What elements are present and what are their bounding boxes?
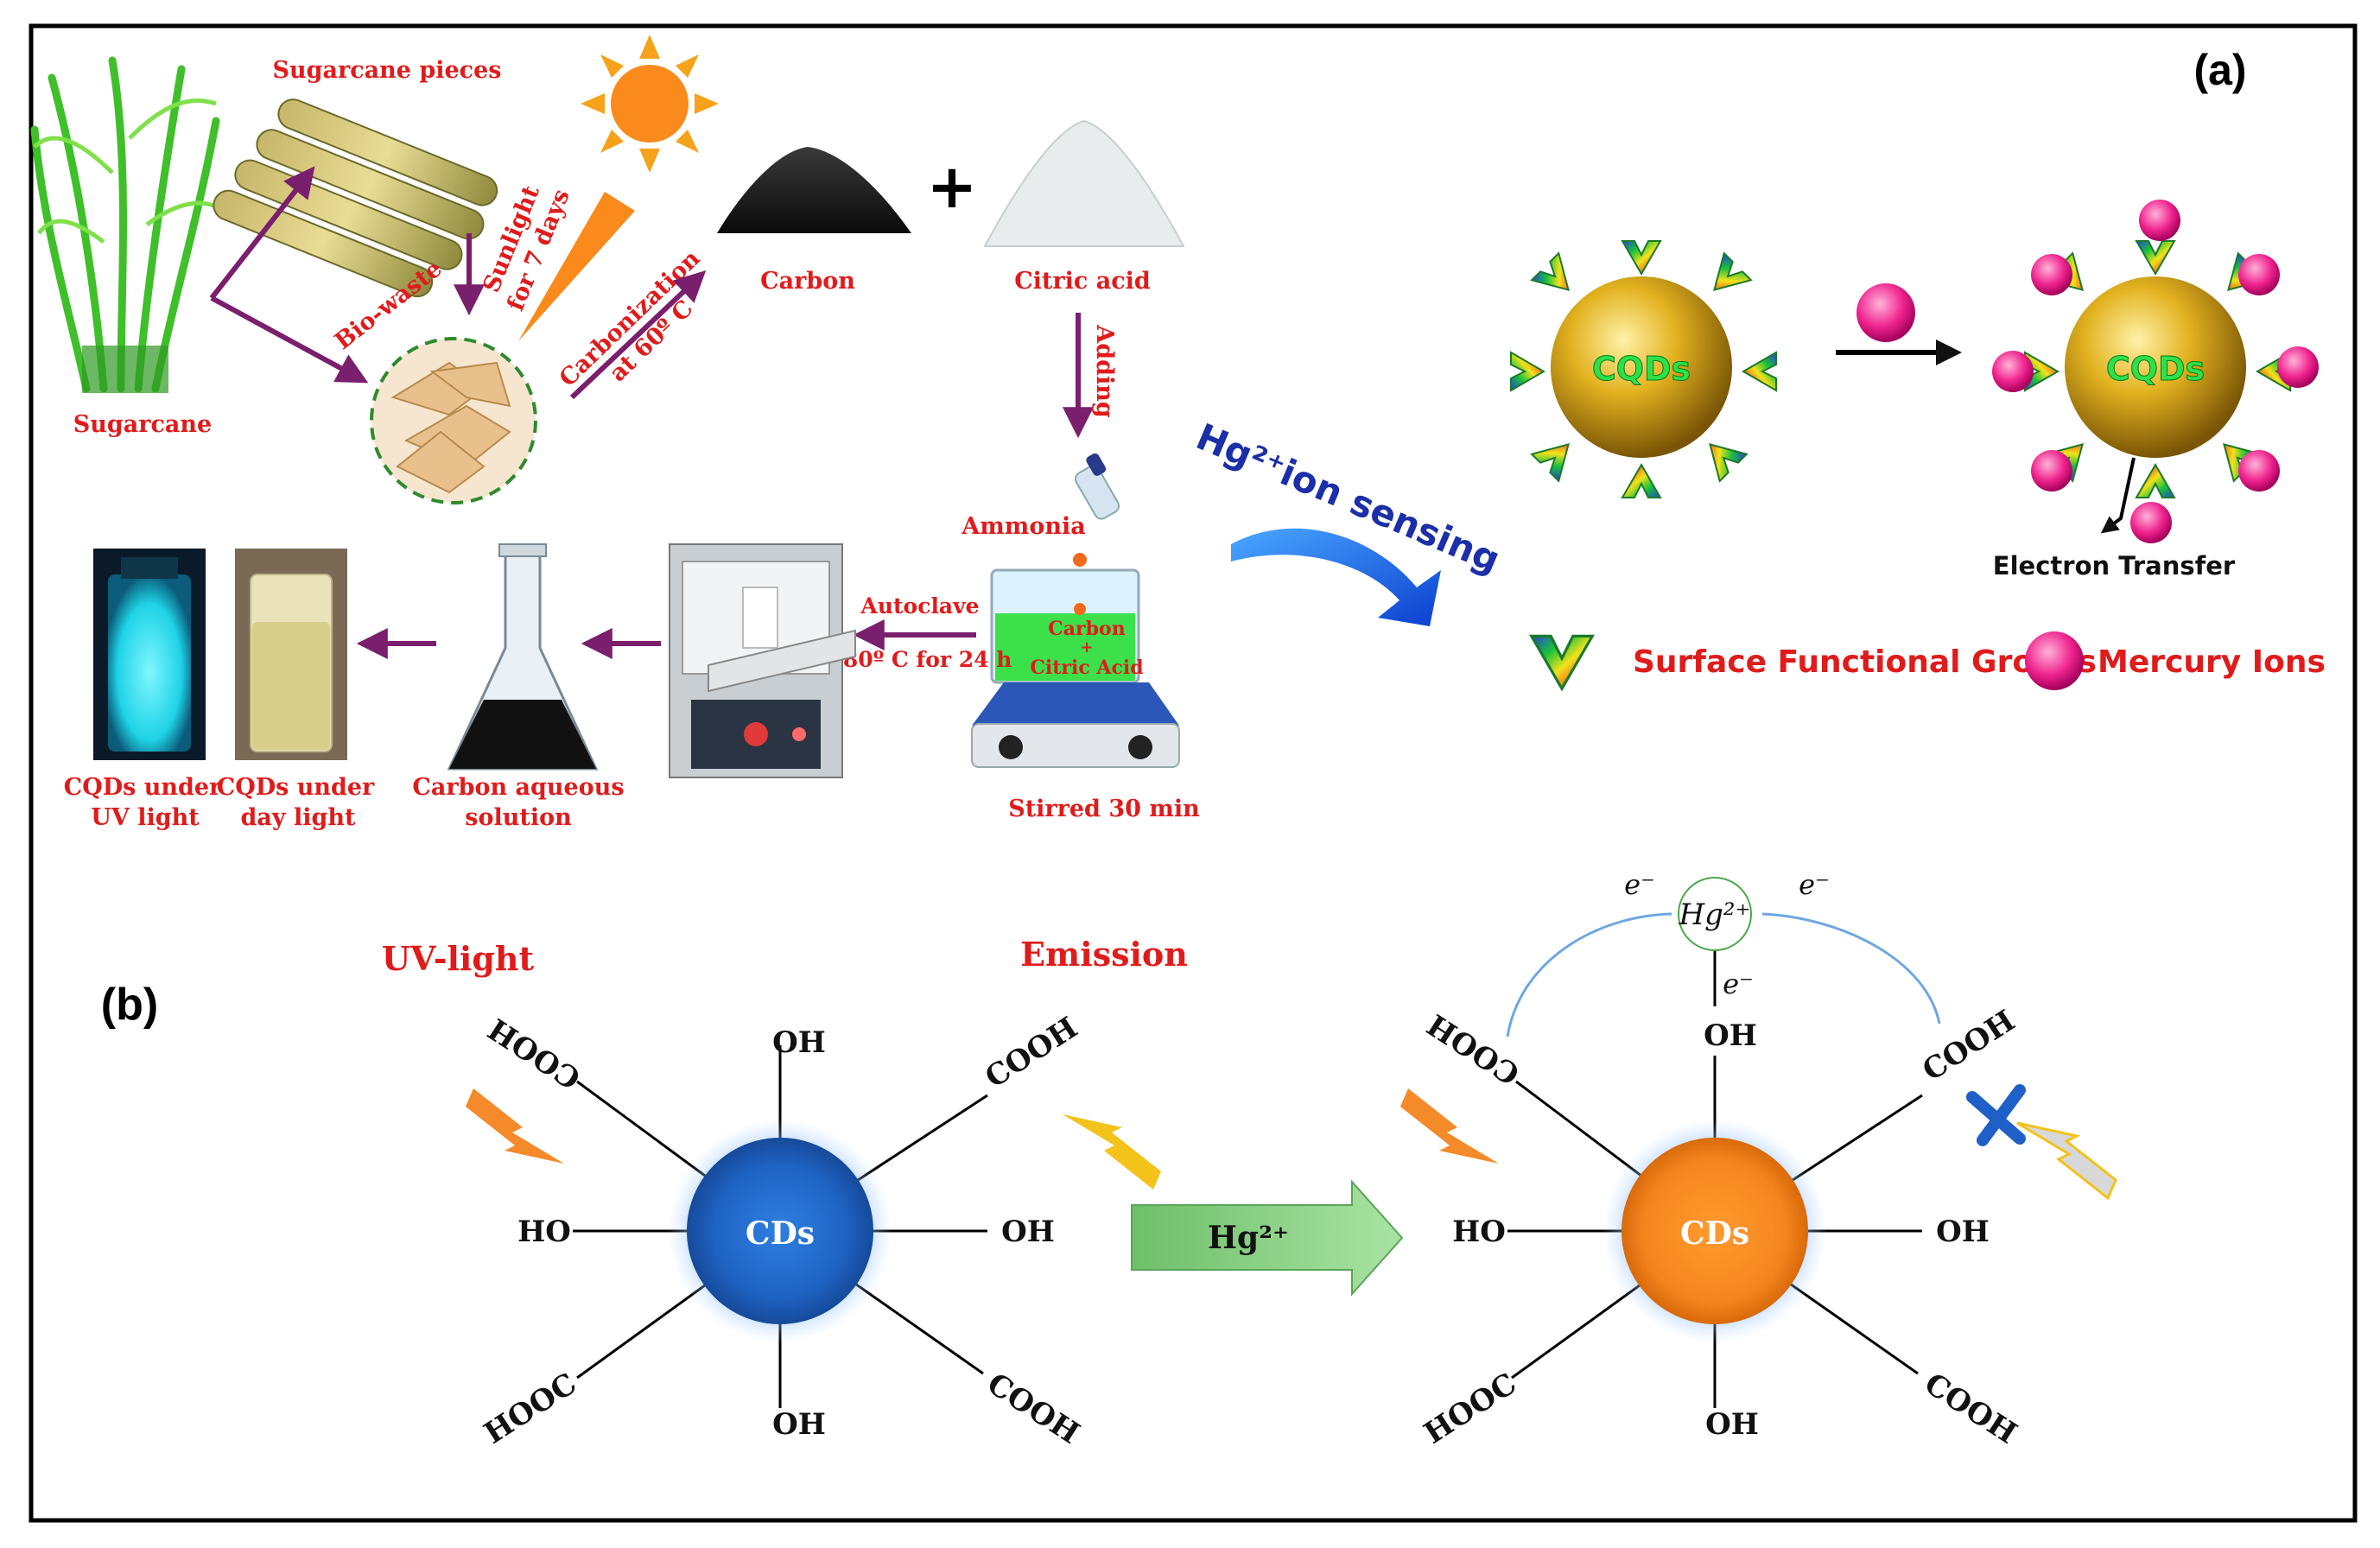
citric-acid-pile bbox=[983, 119, 1185, 247]
electron-transfer-arc-right bbox=[1761, 912, 1941, 1025]
cqd-uv-label-1: CQDs under bbox=[64, 774, 222, 801]
carbon-aqueous-label-2: solution bbox=[465, 804, 572, 831]
cqd-sphere-before bbox=[1510, 240, 1777, 498]
electron-transfer-label: Electron Transfer bbox=[1993, 551, 2236, 580]
plus-sign: + bbox=[927, 151, 978, 222]
uv-light-label: UV-light bbox=[382, 939, 535, 978]
carbon-aqueous-label-1: Carbon aqueous bbox=[412, 774, 624, 801]
electron-center: e⁻ bbox=[1723, 968, 1754, 1000]
right-ho: HO bbox=[1452, 1215, 1506, 1249]
cd-right-particle bbox=[1622, 1138, 1808, 1324]
cqd-label-after: CQDs bbox=[2106, 350, 2205, 388]
dropper-icon bbox=[1073, 453, 1120, 567]
process-arrows bbox=[209, 166, 1094, 659]
right-cooh-top-right: COOH bbox=[1916, 1004, 2021, 1088]
left-cooh-bottom-right: COOH bbox=[981, 1367, 1085, 1451]
autoclave-label: Autoclave bbox=[860, 593, 979, 619]
furnace-illustration bbox=[669, 543, 856, 778]
sugarcane-pieces-label: Sugarcane pieces bbox=[272, 57, 501, 84]
left-hooc-bottom-left: HOOC bbox=[478, 1367, 582, 1451]
mercury-ion-incoming bbox=[1856, 283, 1915, 342]
carbon-pile bbox=[717, 147, 911, 233]
legend-mercury-ions: Mercury Ions bbox=[2098, 644, 2326, 680]
cqd-day-label-2: day light bbox=[241, 804, 356, 831]
panel-a-label: (a) bbox=[2193, 46, 2246, 94]
autoclave-condition: 180º C for 24 h bbox=[828, 647, 1012, 672]
right-oh-right: OH bbox=[1936, 1215, 1990, 1249]
sugarcane-illustration bbox=[30, 56, 226, 393]
cqd-label-before: CQDs bbox=[1592, 350, 1691, 388]
right-oh-top: OH bbox=[1704, 1018, 1757, 1053]
left-oh-top: OH bbox=[772, 1025, 826, 1060]
uv-bolt-left bbox=[466, 1088, 564, 1164]
hg-addition-label: Hg²⁺ bbox=[1208, 1220, 1289, 1256]
left-cooh-top-right: COOH bbox=[979, 1011, 1083, 1095]
electron-left: e⁻ bbox=[1624, 868, 1655, 901]
beaker-content-3: Citric Acid bbox=[1030, 657, 1143, 679]
emission-label: Emission bbox=[1020, 935, 1188, 974]
left-ho: HO bbox=[517, 1215, 571, 1249]
cqd-sphere-after bbox=[1992, 200, 2319, 543]
legend-mercury-icon bbox=[2025, 631, 2084, 690]
quenched-emission-bolt bbox=[2015, 1121, 2117, 1200]
beaker-content-1: Carbon bbox=[1048, 618, 1125, 640]
hg-ion-label: Hg²⁺ bbox=[1679, 898, 1751, 932]
cd-left-particle bbox=[687, 1138, 873, 1324]
left-oh-right: OH bbox=[1001, 1215, 1055, 1249]
citric-acid-label: Citric acid bbox=[1014, 268, 1151, 295]
ammonia-label: Ammonia bbox=[961, 513, 1085, 540]
bio-waste-illustration bbox=[390, 361, 511, 494]
uv-bolt-right bbox=[1400, 1088, 1499, 1164]
flask-illustration bbox=[447, 543, 599, 771]
right-hooc-bottom-left: HOOC bbox=[1418, 1367, 1522, 1451]
right-cooh-bottom-right: COOH bbox=[1918, 1367, 2022, 1451]
hg-ion-circle bbox=[1678, 877, 1752, 951]
stirred-label: Stirred 30 min bbox=[1008, 796, 1200, 822]
cd-right-label: CDs bbox=[1680, 1215, 1749, 1252]
adding-label: Adding bbox=[1091, 324, 1118, 418]
cd-left-label: CDs bbox=[746, 1215, 815, 1252]
uv-vial bbox=[108, 574, 191, 752]
left-oh-bottom: OH bbox=[772, 1407, 826, 1442]
cqd-day-label-1: CQDs under bbox=[217, 774, 375, 801]
beaker-illustration bbox=[990, 568, 1140, 684]
day-vial-liquid bbox=[252, 622, 330, 750]
sun-ray-beam bbox=[518, 192, 635, 341]
cqd-uv-label-2: UV light bbox=[91, 804, 200, 831]
sensing-arrow bbox=[1231, 528, 1441, 626]
uv-vial-cap bbox=[121, 557, 178, 579]
emission-bolt bbox=[1063, 1114, 1161, 1190]
right-oh-bottom: OH bbox=[1705, 1407, 1759, 1442]
sun-icon bbox=[581, 35, 719, 173]
left-cooh-top-left: COOH bbox=[482, 1011, 587, 1095]
hg-addition-arrow bbox=[1131, 1179, 1404, 1297]
electron-transfer-arc-left bbox=[1506, 912, 1672, 1037]
figure-border bbox=[29, 23, 2358, 1523]
electron-right: e⁻ bbox=[1799, 868, 1830, 901]
legend-functional-group-icon bbox=[1530, 634, 1594, 690]
panel-b-label: (b) bbox=[101, 980, 158, 1030]
sugarcane-pieces-illustration bbox=[213, 98, 498, 298]
legend-functional-groups: Surface Functional Groups bbox=[1633, 644, 2097, 680]
carbon-label: Carbon bbox=[760, 268, 855, 295]
beaker-content-2: + bbox=[1080, 638, 1093, 657]
sugarcane-label: Sugarcane bbox=[73, 411, 212, 438]
quench-cross-icon bbox=[1966, 1084, 2026, 1146]
stirrer-plate bbox=[971, 682, 1180, 768]
